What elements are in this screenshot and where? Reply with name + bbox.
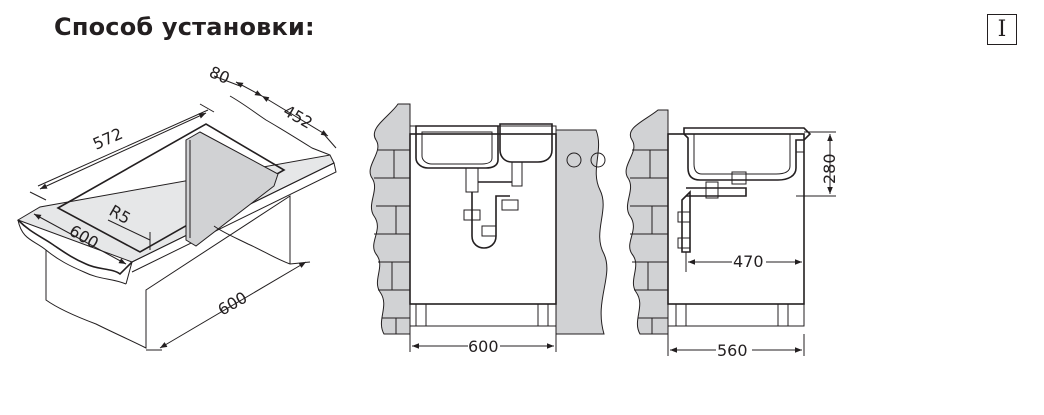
sink-bowl-inner xyxy=(185,131,279,247)
front-wall-right xyxy=(555,129,608,335)
front-wall xyxy=(369,103,411,335)
front-basin-small xyxy=(499,123,553,163)
dim-side-height: 280 xyxy=(820,153,839,184)
countertop-top xyxy=(16,154,335,263)
variant-label: I xyxy=(997,16,1007,42)
front-view: 600 xyxy=(369,103,608,356)
dim-iso-depth: 452 xyxy=(280,101,316,133)
isometric-view: 572 80 452 R5 600 600 xyxy=(16,62,337,351)
front-basin-large xyxy=(415,125,499,169)
page-title: Способ установки: xyxy=(54,13,315,41)
cabinet-front xyxy=(45,250,147,349)
front-cabinet xyxy=(409,133,557,305)
dim-iso-rim: 80 xyxy=(206,62,232,88)
dim-iso-cabinet-width: 600 xyxy=(215,288,251,320)
cabinet-side xyxy=(145,195,291,348)
dim-side-cabinet-depth: 560 xyxy=(717,341,748,360)
side-basin xyxy=(683,127,812,181)
dim-side-drain-offset: 470 xyxy=(733,252,764,271)
side-view: 280 470 560 xyxy=(625,109,839,360)
installation-variant-badge: I xyxy=(987,14,1017,45)
side-wall xyxy=(625,109,669,335)
dim-front-cabinet-width: 600 xyxy=(468,337,499,356)
